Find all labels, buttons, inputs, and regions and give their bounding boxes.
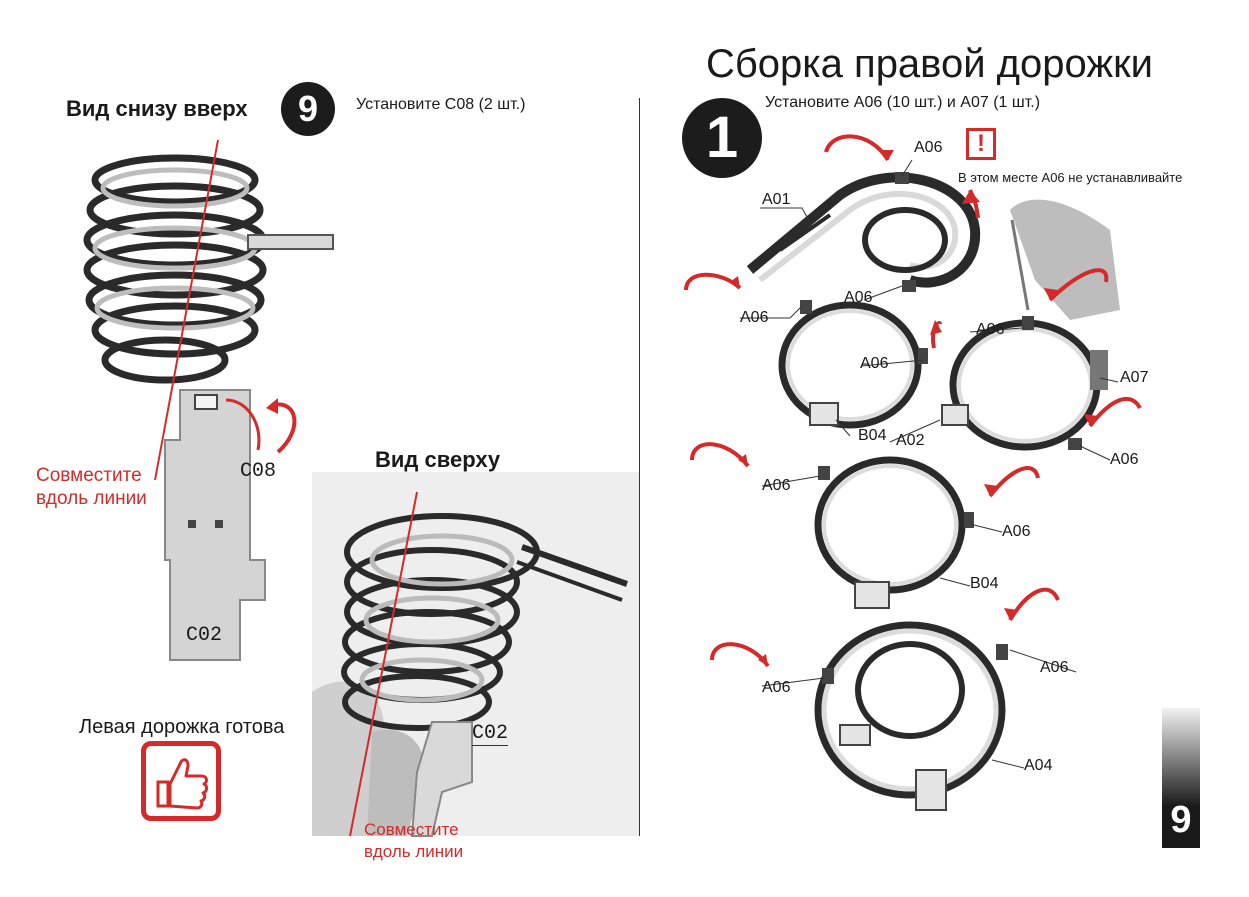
label-a04: A04 (1024, 757, 1053, 774)
label-a06-ring2-top: A06 (976, 321, 1005, 338)
label-a06-ring1-top: A06 (844, 289, 873, 306)
step-instruction-right: Установите А06 (10 шт.) и А07 (1 шт.) (765, 94, 1040, 112)
step-number: 9 (298, 88, 318, 129)
top-view-photo (312, 472, 640, 836)
label-a06-ring1-inner: A06 (860, 355, 889, 372)
top-view-title: Вид сверху (375, 447, 500, 473)
label-a06-ring4-right: A06 (1040, 659, 1069, 676)
parts-diagram: A06 A01 A06 A06 A06 B04 A06 A07 A02 A06 … (640, 120, 1249, 840)
c08-mark: C08 (240, 460, 276, 483)
label-b04-ring1: B04 (858, 427, 887, 444)
thumbs-up-icon (141, 741, 221, 821)
label-a06-ring1-left: A06 (740, 309, 769, 326)
c02-mark-top: C02 (472, 722, 508, 746)
done-text: Левая дорожка готова (79, 716, 284, 739)
align-note-1: Совместите вдоль линии (36, 464, 147, 510)
c08-arrow (218, 390, 308, 460)
label-a06-ring3-left: A06 (762, 477, 791, 494)
right-panel: Сборка правой дорожки 1 Установите А06 (… (640, 0, 1249, 897)
c02-mark: C02 (186, 624, 222, 647)
step-instruction: Установите С08 (2 шт.) (356, 96, 525, 114)
label-a06-ring3-right: A06 (1002, 523, 1031, 540)
label-a02: A02 (896, 432, 925, 449)
step-number-badge: 9 (281, 82, 335, 136)
label-a06-ring2-right: A06 (1110, 451, 1139, 468)
label-a06-ring4-left: A06 (762, 679, 791, 696)
page-title: Сборка правой дорожки (706, 42, 1153, 87)
align-note-2: Совместите вдоль линии (364, 819, 463, 863)
page-number: 9 (1162, 799, 1200, 842)
label-b04-ring3: B04 (970, 575, 999, 592)
left-panel: Вид снизу вверх 9 Установите С08 (2 шт.) (0, 0, 640, 897)
bottom-view-title: Вид снизу вверх (66, 96, 248, 122)
page-number-tab: 9 (1162, 708, 1200, 848)
label-a07: A07 (1120, 369, 1149, 386)
label-a01: A01 (762, 191, 791, 208)
label-a06-top: A06 (914, 139, 943, 156)
